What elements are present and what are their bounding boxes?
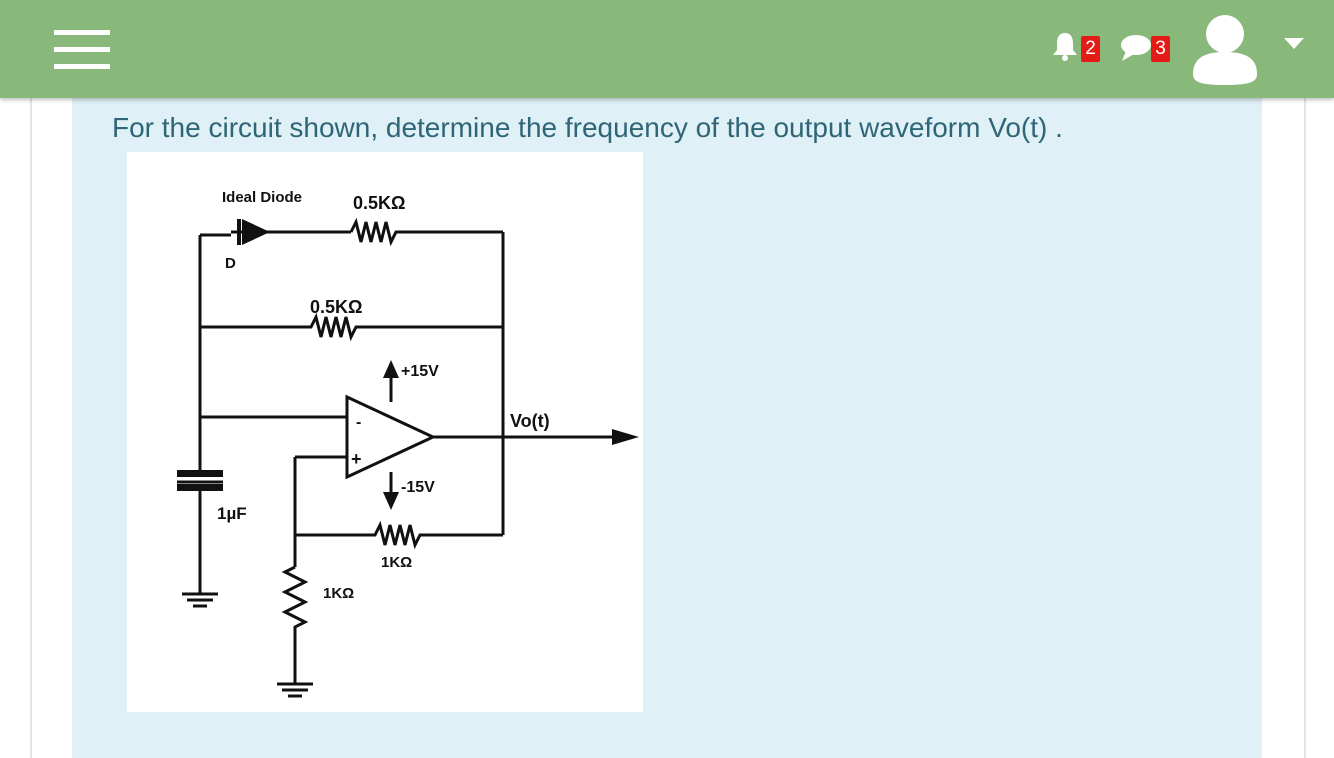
bell-icon (1053, 33, 1077, 61)
caret-down-icon[interactable] (1284, 38, 1304, 50)
user-avatar-icon[interactable] (1190, 14, 1260, 86)
chat-bubble-icon (1121, 35, 1151, 61)
ground-resistor-label: 1KΩ (323, 585, 354, 602)
question-text: For the circuit shown, determine the fre… (112, 112, 1063, 143)
resistor-mid-label: 0.5KΩ (310, 297, 362, 317)
notifications-button[interactable]: 2 (1050, 30, 1102, 64)
top-navigation-bar: 2 3 (0, 0, 1334, 98)
negative-supply-label: -15V (401, 479, 435, 496)
noninverting-input-sign: + (351, 449, 362, 469)
output-label: Vo(t) (510, 411, 550, 431)
message-count-badge: 3 (1151, 36, 1170, 62)
circuit-schematic: Ideal Diode D 0.5KΩ 0.5KΩ +15V -15V - + … (177, 189, 639, 698)
diode-ref-label: D (225, 255, 236, 272)
diode-label: Ideal Diode (222, 189, 302, 206)
circuit-diagram: Ideal Diode D 0.5KΩ 0.5KΩ +15V -15V - + … (127, 152, 643, 712)
feedback-resistor-label: 1KΩ (381, 554, 412, 571)
positive-supply-label: +15V (401, 363, 439, 380)
inverting-input-sign: - (356, 414, 361, 431)
hamburger-menu-icon[interactable] (54, 30, 110, 70)
capacitor-label: 1µF (217, 504, 247, 523)
notification-count-badge: 2 (1081, 36, 1100, 62)
messages-button[interactable]: 3 (1118, 30, 1172, 64)
resistor-top-label: 0.5KΩ (353, 193, 405, 213)
